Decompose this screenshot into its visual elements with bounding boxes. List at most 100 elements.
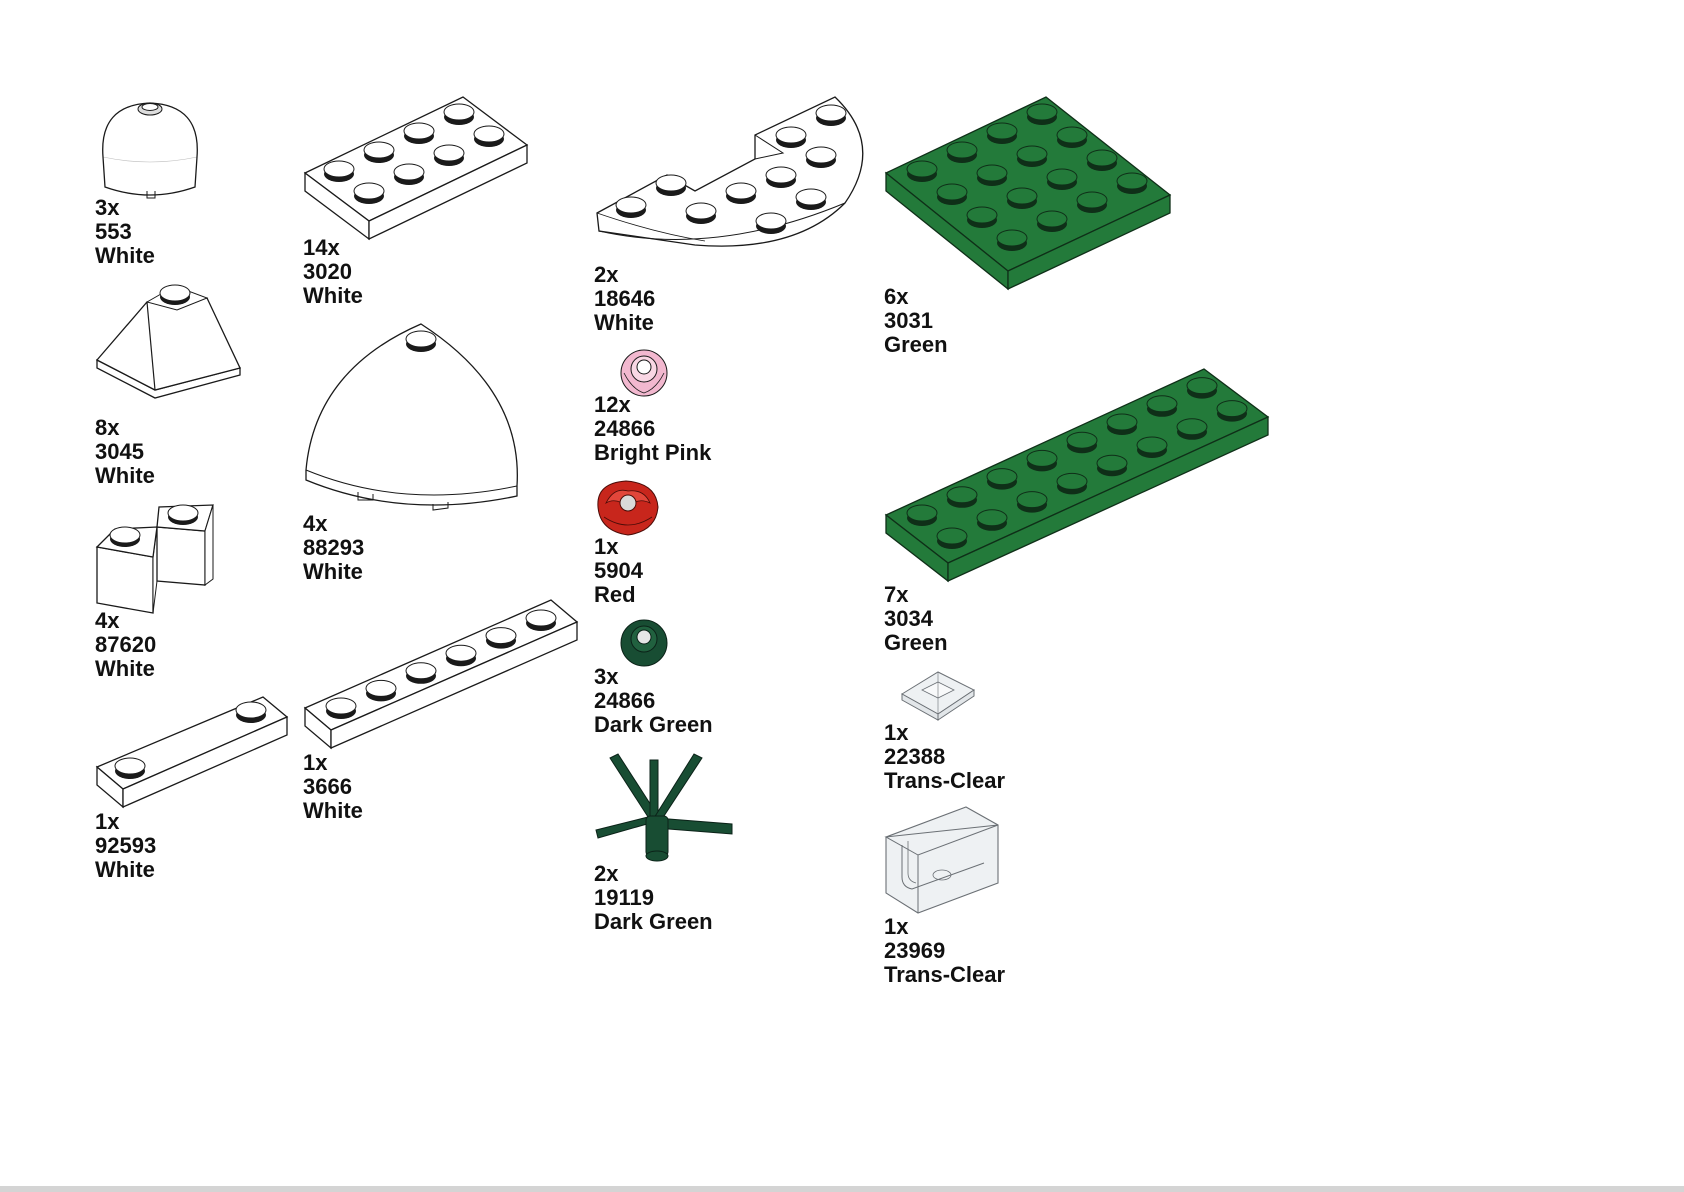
trans-slope-icon xyxy=(901,671,975,721)
plate-2x4-icon xyxy=(303,96,529,241)
stud xyxy=(443,103,475,125)
stud xyxy=(403,122,435,144)
part-color: White xyxy=(95,243,155,268)
part-label: 3x 24866 Dark Green xyxy=(594,665,713,737)
plate-1x4-icon xyxy=(95,696,289,809)
part-label: 8x 3045 White xyxy=(95,416,155,488)
part-label: 4x 87620 White xyxy=(95,609,156,681)
part-qty: 1x xyxy=(95,809,120,834)
facet-brick-icon xyxy=(95,504,214,614)
stud xyxy=(1136,436,1168,458)
stud xyxy=(353,182,385,204)
part-label: 4x 88293 White xyxy=(303,512,364,584)
part-label: 1x 22388 Trans-Clear xyxy=(884,721,1005,793)
plate-2x8-green-icon xyxy=(884,368,1270,583)
stud xyxy=(1086,149,1118,171)
part-color: Red xyxy=(594,582,636,607)
part-color: Dark Green xyxy=(594,712,713,737)
stud xyxy=(325,697,357,719)
part-color: Bright Pink xyxy=(594,440,712,465)
part-label: 2x 19119 Dark Green xyxy=(594,862,713,934)
stud xyxy=(1026,449,1058,472)
part-label: 1x 3666 White xyxy=(303,751,363,823)
part-color: White xyxy=(95,857,155,882)
part-label: 2x 18646 White xyxy=(594,263,655,335)
stud xyxy=(473,125,505,147)
part-number: 3020 xyxy=(303,259,352,284)
stud xyxy=(986,122,1018,144)
stud xyxy=(906,160,938,182)
part-number: 553 xyxy=(95,219,132,244)
part-color: Green xyxy=(884,332,948,357)
stud xyxy=(775,126,807,148)
part-label: 14x 3020 White xyxy=(303,236,363,308)
slope-corner-brick-icon xyxy=(95,284,241,399)
part-number: 24866 xyxy=(594,416,656,441)
part-number: 3666 xyxy=(303,774,352,799)
stud xyxy=(805,146,837,168)
part-qty: 12x xyxy=(594,392,631,417)
stud xyxy=(1016,491,1048,513)
part-number: 92593 xyxy=(95,833,157,858)
stud xyxy=(445,644,477,667)
part-color: Green xyxy=(884,630,948,655)
part-number: 3034 xyxy=(884,606,933,631)
part-color: Trans-Clear xyxy=(884,962,1006,987)
stud xyxy=(433,144,465,166)
part-number: 87620 xyxy=(95,632,157,657)
part-number: 23969 xyxy=(884,938,946,963)
part-color: White xyxy=(303,283,363,308)
stud xyxy=(1056,126,1088,148)
part-label: 12x 24866 Bright Pink xyxy=(594,393,711,465)
stud xyxy=(1186,377,1218,399)
stud xyxy=(655,174,687,196)
part-color: White xyxy=(303,798,363,823)
part-qty: 14x xyxy=(303,235,340,260)
stud xyxy=(906,504,938,526)
stud xyxy=(1216,400,1248,422)
stud xyxy=(1066,431,1098,454)
stud xyxy=(1026,103,1058,125)
part-number: 19119 xyxy=(594,885,654,910)
stud xyxy=(1056,472,1088,495)
part-number: 5904 xyxy=(594,558,643,583)
part-number: 3031 xyxy=(884,308,933,333)
part-color: White xyxy=(594,310,654,335)
rose-flower-icon xyxy=(597,480,659,536)
stud xyxy=(1006,187,1038,209)
part-number: 3045 xyxy=(95,439,144,464)
part-number: 18646 xyxy=(594,286,656,311)
part-qty: 1x xyxy=(884,720,909,745)
page-bottom-rule xyxy=(0,1186,1684,1192)
part-qty: 3x xyxy=(594,664,619,689)
part-qty: 2x xyxy=(594,861,619,886)
stud xyxy=(946,486,978,508)
part-color: White xyxy=(303,559,363,584)
stud xyxy=(1176,418,1208,440)
part-color: Dark Green xyxy=(594,909,713,934)
stud xyxy=(525,609,557,631)
stud xyxy=(1116,172,1148,194)
part-qty: 2x xyxy=(594,262,619,287)
part-number: 88293 xyxy=(303,535,365,560)
part-label: 1x 5904 Red xyxy=(594,535,643,607)
part-qty: 1x xyxy=(303,750,328,775)
plate-1x6-icon xyxy=(303,599,579,750)
stud xyxy=(615,196,647,218)
stud xyxy=(1046,168,1078,190)
part-number: 24866 xyxy=(594,688,656,713)
part-qty: 8x xyxy=(95,415,120,440)
stud xyxy=(1096,454,1128,477)
part-qty: 1x xyxy=(884,914,909,939)
stud xyxy=(1146,395,1178,417)
flower-plate-dark-green-icon xyxy=(620,619,668,667)
part-label: 7x 3034 Green xyxy=(884,583,948,655)
part-color: White xyxy=(95,463,155,488)
stud xyxy=(1016,145,1048,167)
part-label: 6x 3031 Green xyxy=(884,285,948,357)
part-qty: 6x xyxy=(884,284,909,309)
part-number: 22388 xyxy=(884,744,946,769)
dome-brick-icon xyxy=(102,102,198,199)
stud xyxy=(795,188,827,210)
plant-stem-icon xyxy=(595,753,733,862)
